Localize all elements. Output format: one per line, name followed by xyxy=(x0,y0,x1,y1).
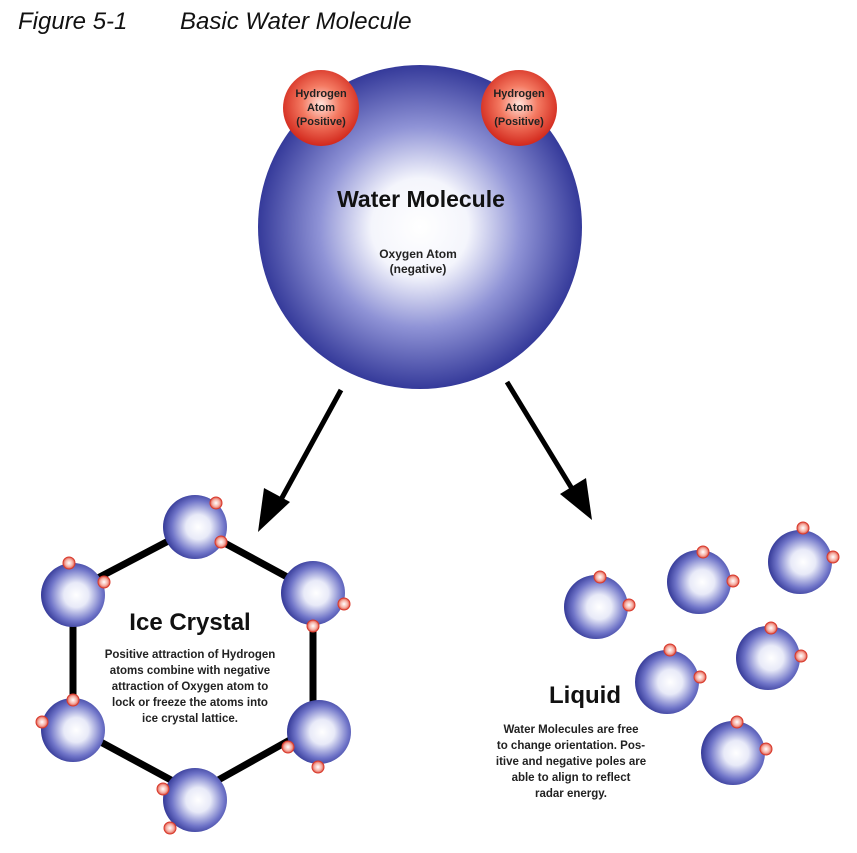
oxygen-label-line2: (negative) xyxy=(390,262,447,276)
liquid-molecule xyxy=(701,715,773,785)
hydrogen-atom-left: Hydrogen Atom (Positive) xyxy=(283,70,359,146)
ice-crystal-lattice: Ice Crystal Positive attraction of Hydro… xyxy=(35,495,351,835)
liquid-molecule xyxy=(635,643,707,714)
oxygen-label-line1: Oxygen Atom xyxy=(379,247,457,261)
water-molecule: Hydrogen Atom (Positive) Hydrogen Atom (… xyxy=(258,65,582,389)
ice-molecule xyxy=(281,561,351,633)
ice-text-line2: atoms combine with negative xyxy=(110,665,270,677)
liquid-molecules: Liquid Water Molecules are free to chang… xyxy=(496,521,840,800)
ice-text-line3: attraction of Oxygen atom to xyxy=(112,681,269,693)
figure-title: Basic Water Molecule xyxy=(180,8,412,35)
ice-text-line5: ice crystal lattice. xyxy=(142,713,238,725)
ice-molecule xyxy=(35,693,105,762)
liquid-text-line3: itive and negative poles are xyxy=(496,756,646,768)
hydrogen-left-line3: (Positive) xyxy=(296,116,346,128)
ice-text-line1: Positive attraction of Hydrogen xyxy=(105,649,276,661)
figure-number: Figure 5-1 xyxy=(18,8,128,35)
arrow-to-ice xyxy=(258,388,344,532)
hydrogen-right-line2: Atom xyxy=(505,102,533,114)
arrow-to-liquid xyxy=(504,380,592,520)
hydrogen-right-line1: Hydrogen xyxy=(493,88,545,100)
liquid-molecule xyxy=(736,621,808,690)
hydrogen-left-line1: Hydrogen xyxy=(295,88,347,100)
ice-text-line4: lock or freeze the atoms into xyxy=(112,697,268,709)
liquid-molecule xyxy=(768,521,840,594)
ice-molecule xyxy=(163,495,228,559)
ice-title: Ice Crystal xyxy=(129,609,250,636)
molecule-title: Water Molecule xyxy=(337,186,505,212)
oxygen-atom xyxy=(258,65,582,389)
liquid-text-line2: to change orientation. Pos- xyxy=(497,740,645,752)
liquid-text-line5: radar energy. xyxy=(535,788,607,800)
hydrogen-atom-right: Hydrogen Atom (Positive) xyxy=(481,70,557,146)
hydrogen-right-line3: (Positive) xyxy=(494,116,544,128)
liquid-text-line1: Water Molecules are free xyxy=(503,724,638,736)
liquid-molecule xyxy=(667,545,740,614)
liquid-title: Liquid xyxy=(549,682,621,709)
hydrogen-left-line2: Atom xyxy=(307,102,335,114)
liquid-molecule xyxy=(564,570,636,639)
figure-caption: Figure 5-1 Basic Water Molecule xyxy=(18,8,412,36)
ice-molecule xyxy=(281,700,351,774)
ice-molecule xyxy=(156,768,227,835)
liquid-text-line4: able to align to reflect xyxy=(512,772,631,784)
ice-molecule xyxy=(41,556,111,627)
